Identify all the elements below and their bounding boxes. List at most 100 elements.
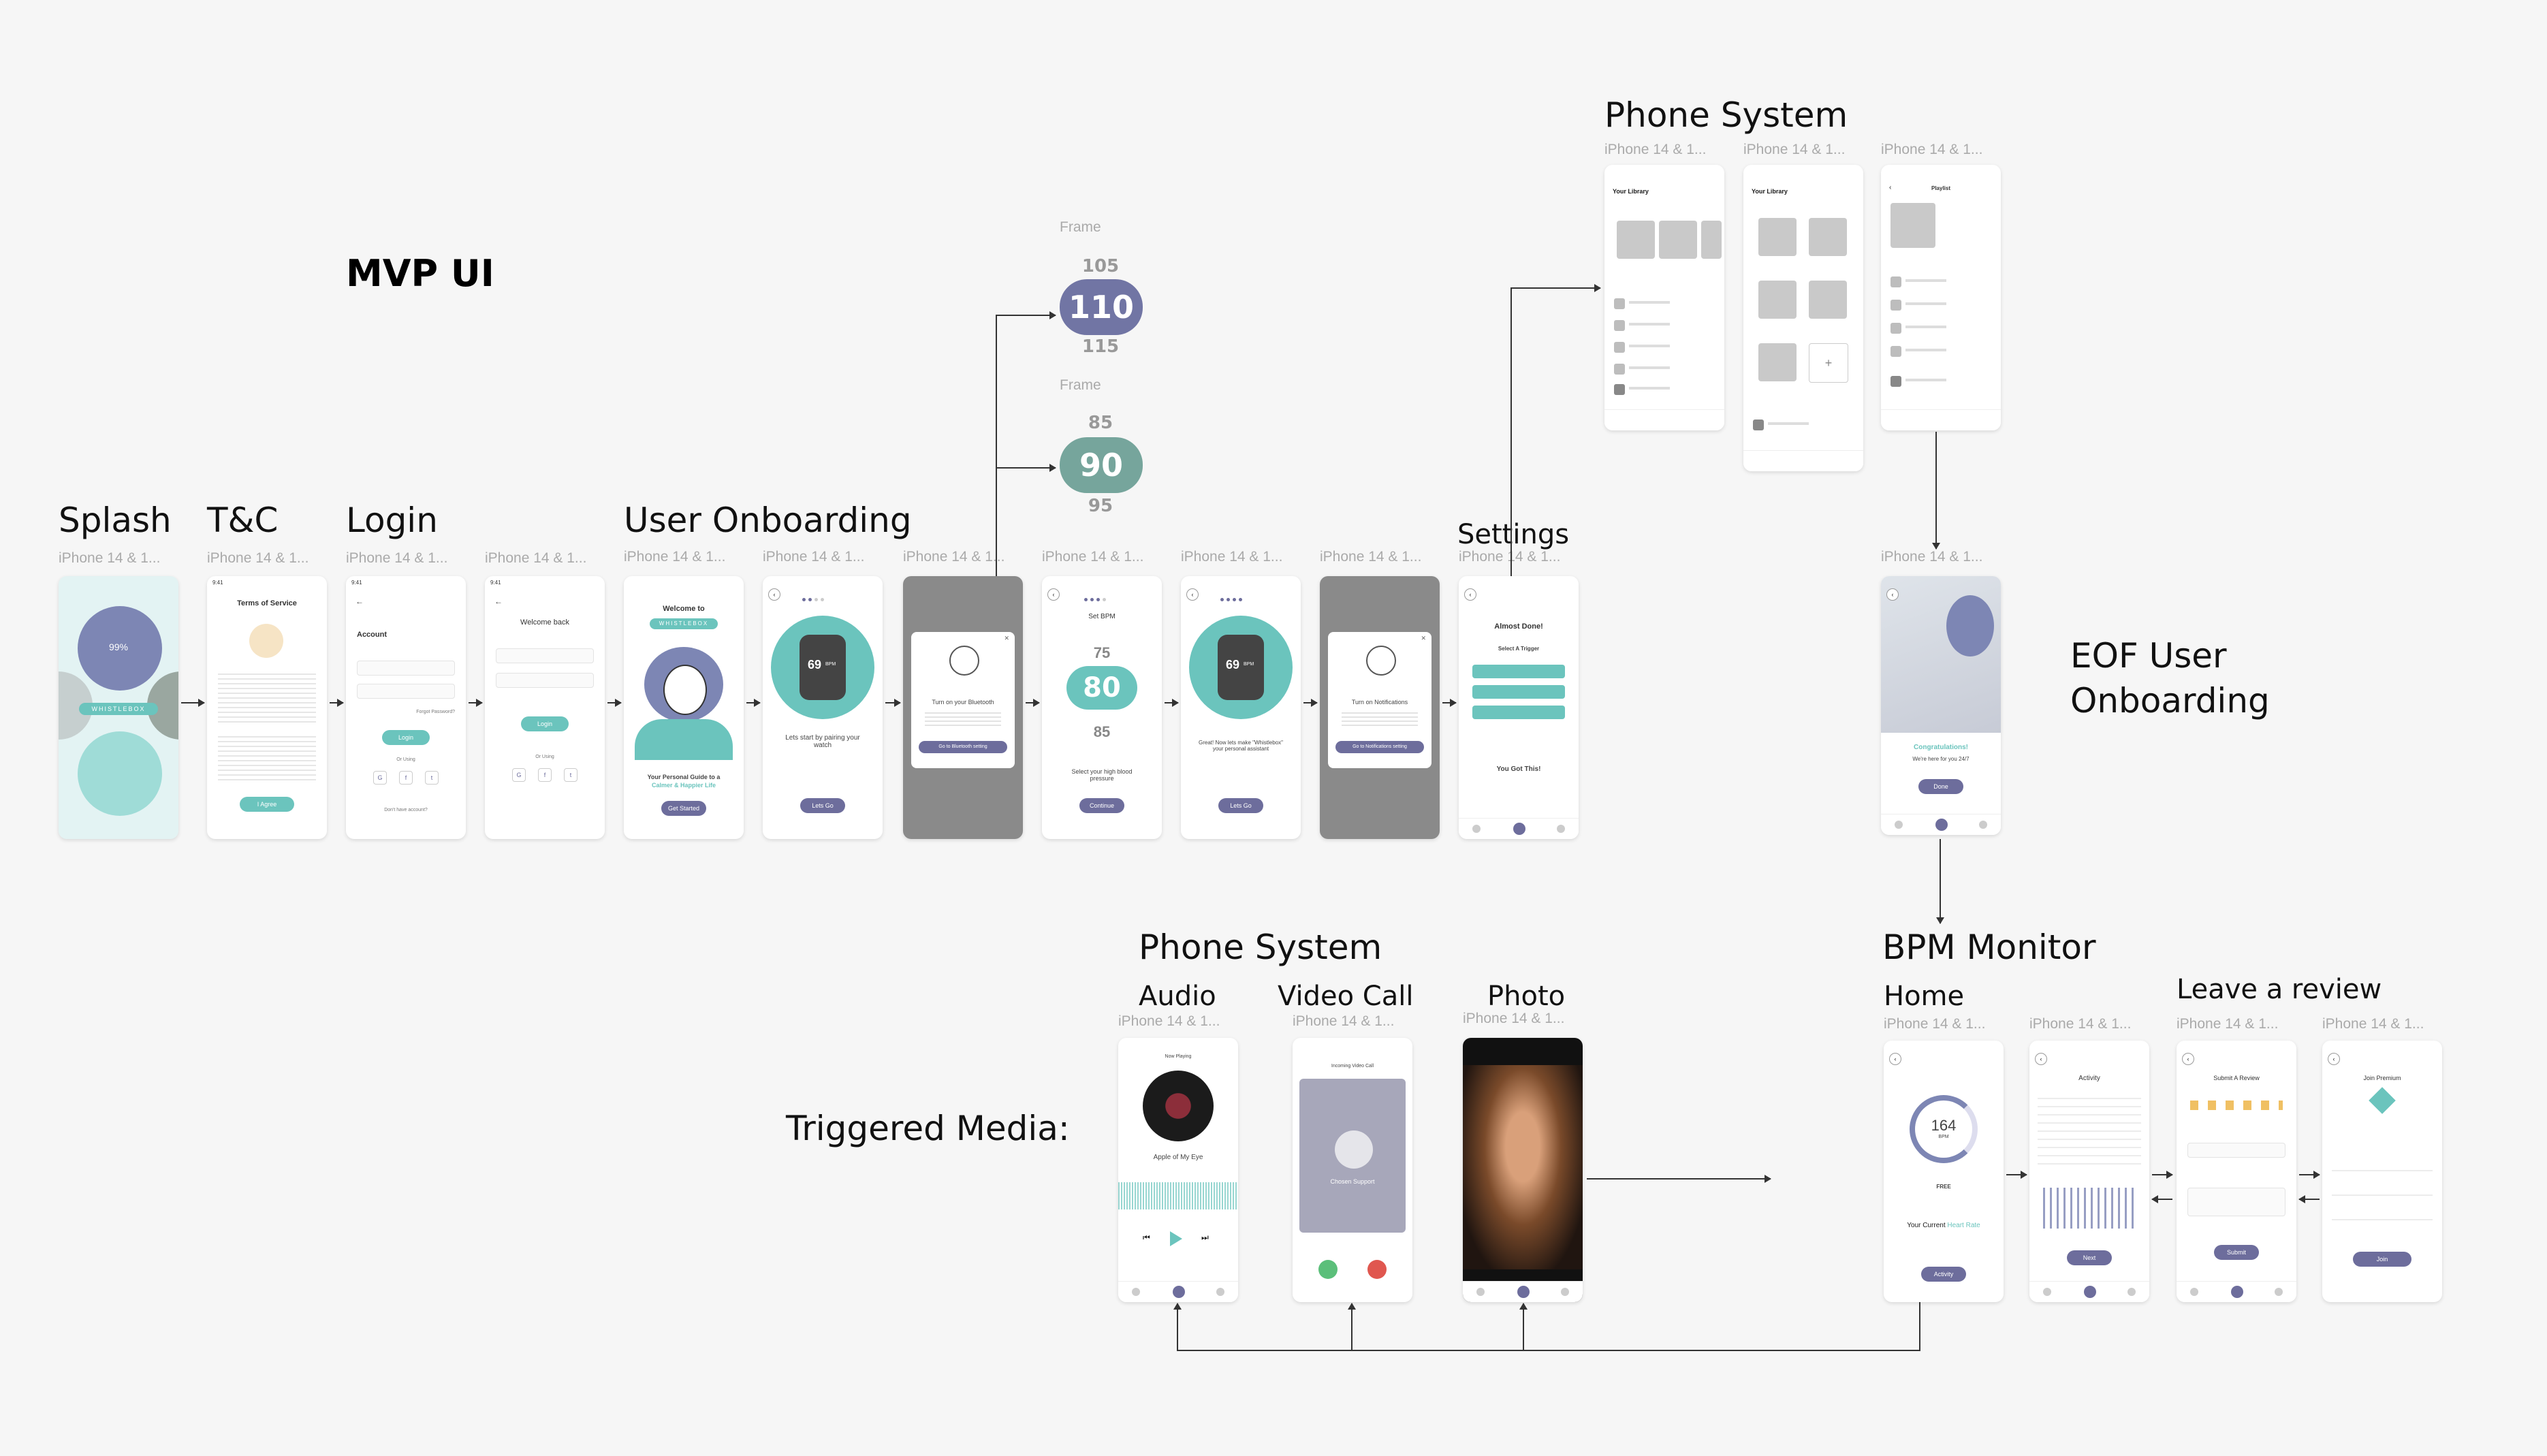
- back-icon[interactable]: ‹: [1889, 1053, 1901, 1065]
- decline-call-icon[interactable]: [1367, 1260, 1387, 1279]
- username-field[interactable]: [496, 648, 594, 663]
- picker-value[interactable]: 110: [1060, 279, 1143, 335]
- back-icon[interactable]: ‹: [1464, 588, 1476, 601]
- google-icon[interactable]: G: [373, 771, 387, 785]
- screen-library[interactable]: Your Library: [1604, 165, 1724, 430]
- login-button[interactable]: Login: [521, 716, 569, 731]
- now-playing-bar[interactable]: [1753, 420, 1854, 430]
- album-art[interactable]: [1758, 281, 1797, 319]
- list-item[interactable]: [1614, 298, 1715, 309]
- screen-activity[interactable]: ‹ Activity Next: [2029, 1041, 2149, 1302]
- rating-row[interactable]: [2190, 1101, 2283, 1110]
- set-bpm-value[interactable]: 80: [1066, 666, 1137, 710]
- email-field[interactable]: [357, 661, 455, 676]
- twitter-icon[interactable]: t: [425, 771, 439, 785]
- home-icon[interactable]: [1132, 1288, 1140, 1296]
- settings-icon[interactable]: [2127, 1288, 2136, 1296]
- next-icon[interactable]: ⏭: [1201, 1233, 1209, 1242]
- list-item[interactable]: [1891, 323, 1991, 334]
- join-button[interactable]: Join: [2353, 1252, 2411, 1267]
- headline-field[interactable]: [2187, 1143, 2285, 1158]
- screen-set-bpm[interactable]: ‹ Set BPM 75 80 85 Select your high bloo…: [1042, 576, 1162, 839]
- screen-home[interactable]: ‹ 164 BPM FREE Your Current Heart Rate A…: [1884, 1041, 2004, 1302]
- agree-button[interactable]: I Agree: [240, 797, 294, 812]
- screen-great[interactable]: ‹ 69 BPM Great! Now lets make "Whistlebo…: [1181, 576, 1301, 839]
- list-item[interactable]: [1891, 276, 1991, 287]
- done-button[interactable]: Done: [1918, 779, 1963, 794]
- nav-center-icon[interactable]: [2231, 1286, 2243, 1298]
- close-icon[interactable]: ✕: [1421, 635, 1426, 642]
- twitter-icon[interactable]: t: [564, 768, 578, 782]
- screen-account[interactable]: 9:41 ← Account Forgot Password? Login Or…: [346, 576, 466, 839]
- home-icon[interactable]: [1472, 825, 1481, 833]
- submit-button[interactable]: Submit: [2214, 1245, 2259, 1260]
- back-icon[interactable]: ‹: [2182, 1053, 2194, 1065]
- album-art[interactable]: [1701, 221, 1722, 259]
- screen-photo[interactable]: [1463, 1038, 1583, 1302]
- add-icon[interactable]: +: [1809, 343, 1848, 383]
- screen-pair-watch[interactable]: ‹ 69 BPM Lets start by pairing your watc…: [763, 576, 883, 839]
- password-field[interactable]: [496, 673, 594, 688]
- screen-bluetooth[interactable]: ✕ Turn on your Bluetooth Go to Bluetooth…: [903, 576, 1023, 839]
- settings-icon[interactable]: [1979, 821, 1987, 829]
- facebook-icon[interactable]: f: [399, 771, 413, 785]
- nav-center-icon[interactable]: [1935, 819, 1948, 831]
- screen-terms[interactable]: 9:41 Terms of Service I Agree: [207, 576, 327, 839]
- lets-go-button[interactable]: Lets Go: [1218, 798, 1263, 813]
- screen-audio[interactable]: Now Playing Apple of My Eye ⏮ ⏭: [1118, 1038, 1238, 1302]
- album-art[interactable]: [1617, 221, 1655, 259]
- album-art[interactable]: [1809, 281, 1847, 319]
- album-art[interactable]: [1809, 218, 1847, 256]
- home-icon[interactable]: [2190, 1288, 2198, 1296]
- bluetooth-setting-button[interactable]: Go to Bluetooth setting: [919, 741, 1007, 753]
- no-account-link[interactable]: Don't have account?: [384, 808, 428, 812]
- back-icon[interactable]: ‹: [1186, 588, 1199, 601]
- screen-welcome-back[interactable]: 9:41 ← Welcome back Login Or Using G f t: [485, 576, 605, 839]
- now-playing-bar[interactable]: [1614, 384, 1715, 395]
- password-field[interactable]: [357, 684, 455, 699]
- forgot-password-link[interactable]: Forgot Password?: [416, 710, 455, 714]
- back-icon[interactable]: ‹: [1047, 588, 1060, 601]
- accept-call-icon[interactable]: [1318, 1260, 1338, 1279]
- album-art[interactable]: [1758, 343, 1797, 381]
- close-icon[interactable]: ✕: [1004, 635, 1009, 642]
- settings-icon[interactable]: [1557, 825, 1565, 833]
- next-button[interactable]: Next: [2067, 1250, 2112, 1265]
- list-item[interactable]: [1891, 300, 1991, 311]
- back-icon[interactable]: ←: [494, 597, 503, 606]
- list-item[interactable]: [1614, 320, 1715, 331]
- waveform[interactable]: [1118, 1182, 1238, 1209]
- activity-button[interactable]: Activity: [1921, 1267, 1966, 1282]
- facebook-icon[interactable]: f: [538, 768, 552, 782]
- back-icon[interactable]: ‹: [1886, 588, 1899, 601]
- get-started-button[interactable]: Get Started: [661, 801, 706, 816]
- notifications-setting-button[interactable]: Go to Notifications setting: [1335, 741, 1424, 753]
- screen-splash[interactable]: 99% WHISTLEBOX: [59, 576, 178, 839]
- prev-icon[interactable]: ⏮: [1143, 1233, 1150, 1242]
- settings-icon[interactable]: [1561, 1288, 1569, 1296]
- home-icon[interactable]: [2043, 1288, 2051, 1296]
- plan-list[interactable]: [2332, 1160, 2433, 1235]
- screen-playlist[interactable]: ‹ Playlist: [1881, 165, 2001, 430]
- nav-center-icon[interactable]: [2084, 1286, 2096, 1298]
- back-icon[interactable]: ‹: [1889, 184, 1892, 191]
- continue-button[interactable]: Continue: [1079, 798, 1124, 813]
- home-icon[interactable]: [1895, 821, 1903, 829]
- list-item[interactable]: [1614, 342, 1715, 353]
- settings-icon[interactable]: [2275, 1288, 2283, 1296]
- review-field[interactable]: [2187, 1188, 2285, 1216]
- back-icon[interactable]: ‹: [768, 588, 780, 601]
- screen-settings[interactable]: ‹ Almost Done! Select A Trigger You Got …: [1459, 576, 1579, 839]
- trigger-option-1[interactable]: [1472, 665, 1565, 678]
- screen-eof[interactable]: ‹ Congratulations! We're here for you 24…: [1881, 576, 2001, 835]
- screen-video-call[interactable]: Incoming Video Call Chosen Support: [1293, 1038, 1412, 1302]
- settings-icon[interactable]: [1216, 1288, 1224, 1296]
- home-icon[interactable]: [1476, 1288, 1485, 1296]
- list-item[interactable]: [1614, 364, 1715, 375]
- screen-review[interactable]: ‹ Submit A Review Submit: [2177, 1041, 2296, 1302]
- now-playing-bar[interactable]: [1891, 376, 1991, 387]
- screen-welcome[interactable]: Welcome to WHISTLEBOX Your Personal Guid…: [624, 576, 744, 839]
- album-art[interactable]: [1659, 221, 1697, 259]
- google-icon[interactable]: G: [512, 768, 526, 782]
- trigger-option-2[interactable]: [1472, 685, 1565, 699]
